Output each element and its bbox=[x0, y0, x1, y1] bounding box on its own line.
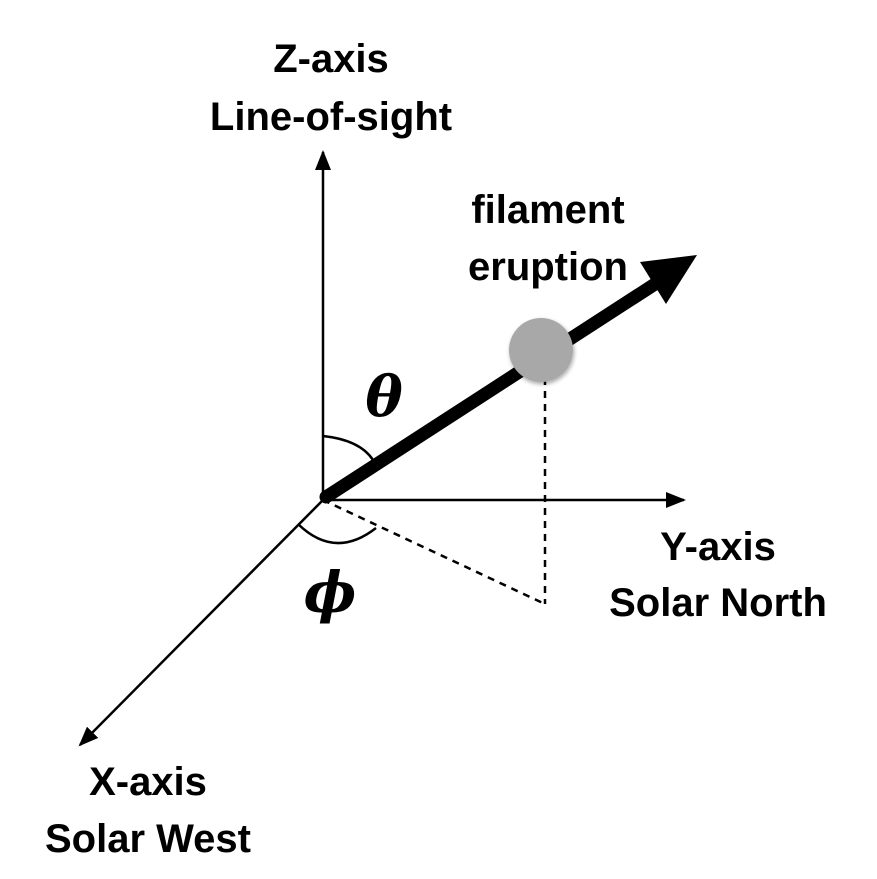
z-axis-name-label: Z-axis bbox=[273, 37, 389, 81]
projection-horizontal-dashed-line bbox=[322, 498, 546, 606]
z-axis-description-label: Line-of-sight bbox=[210, 95, 452, 139]
eruption-vector-arrowhead bbox=[640, 255, 697, 304]
eruption-vector-line bbox=[319, 277, 662, 504]
vector-label-line2: eruption bbox=[468, 245, 628, 289]
x-axis-line bbox=[78, 499, 324, 747]
x-axis-description-label: Solar West bbox=[45, 817, 251, 861]
vector-label-line1: filament bbox=[471, 188, 624, 232]
y-axis-name-label: Y-axis bbox=[660, 525, 776, 569]
phi-angle-arc bbox=[297, 523, 377, 545]
y-axis-description-label: Solar North bbox=[609, 581, 827, 625]
x-axis-name-label: X-axis bbox=[89, 760, 207, 804]
phi-label: ϕ bbox=[304, 560, 357, 626]
filament-point bbox=[509, 318, 573, 382]
theta-label: θ bbox=[365, 364, 403, 430]
theta-angle-arc bbox=[322, 434, 375, 461]
